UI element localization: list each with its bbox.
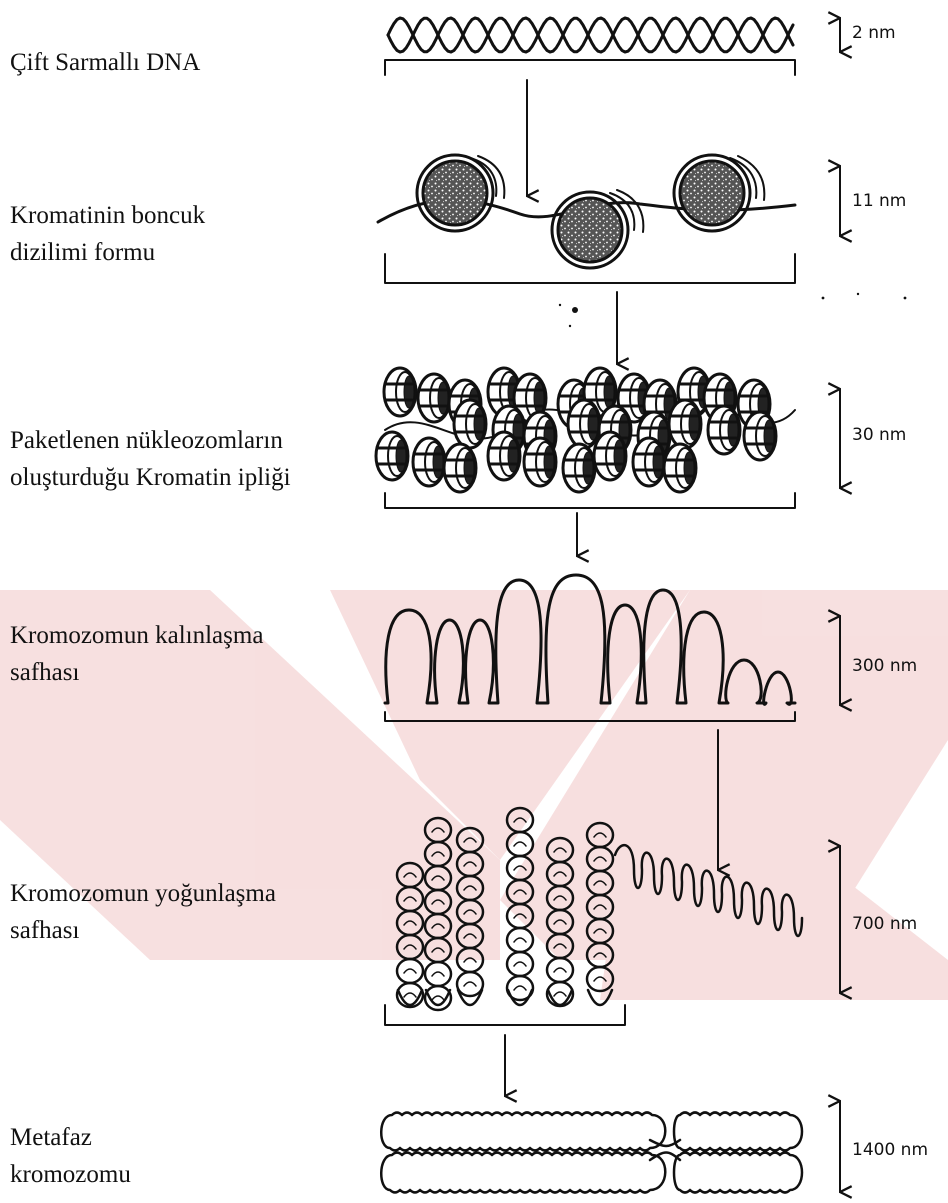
- label-line: Kromozomun kalınlaşma: [10, 617, 263, 654]
- coil-loop: [507, 928, 533, 952]
- coil-loop: [397, 959, 423, 983]
- nucleosome-disc: [568, 400, 600, 448]
- scale-label-fiber: 30 nm: [852, 425, 906, 445]
- stage-label-loops: Kromozomun kalınlaşma safhası: [10, 617, 263, 691]
- nucleosome-disc: [444, 444, 476, 492]
- stage-label-condensed: Kromozomun yoğunlaşma safhası: [10, 875, 276, 949]
- nucleosome-disc: [708, 406, 740, 454]
- nucleosome-disc: [384, 368, 416, 416]
- scan-specks: [559, 293, 907, 327]
- nucleosome-disc: [418, 374, 450, 422]
- nucleosome-disc: [669, 400, 701, 448]
- stage-label-dna: Çift Sarmallı DNA: [10, 44, 200, 81]
- label-line: Çift Sarmallı DNA: [10, 44, 200, 81]
- nucleosome-disc: [633, 438, 665, 486]
- label-line: kromozomu: [10, 1156, 131, 1193]
- nucleosome-disc: [376, 432, 408, 480]
- scale-label-condensed: 700 nm: [852, 914, 917, 934]
- scale-label-metaphase: 1400 nm: [852, 1140, 928, 1160]
- label-line: Paketlenen nükleozomların: [10, 422, 291, 459]
- nucleosome-disc: [664, 444, 696, 492]
- chromatid-arm: [381, 1113, 665, 1151]
- nucleosome-disc: [413, 438, 445, 486]
- nucleosome-disc: [563, 444, 595, 492]
- dna-bracket: [385, 60, 795, 75]
- scale-label-dna: 2 nm: [852, 23, 896, 43]
- nucleosome-disc: [524, 438, 556, 486]
- stage-label-beads: Kromatinin boncuk dizilimi formu: [10, 197, 205, 271]
- label-line: dizilimi formu: [10, 234, 205, 271]
- nucleosome-disc: [488, 432, 520, 480]
- label-line: Kromozomun yoğunlaşma: [10, 875, 276, 912]
- dna-double-helix: [388, 18, 793, 52]
- label-line: safhası: [10, 912, 276, 949]
- label-line: safhası: [10, 654, 263, 691]
- scale-label-loops: 300 nm: [852, 656, 917, 676]
- stage-label-metaphase: Metafaz kromozomu: [10, 1119, 131, 1193]
- nucleosome-bead: [417, 155, 504, 231]
- coil-loop: [507, 952, 533, 976]
- chromatid-arm: [381, 1153, 665, 1193]
- label-line: Kromatinin boncuk: [10, 197, 205, 234]
- label-line: oluşturduğu Kromatin ipliği: [10, 459, 291, 496]
- nucleosome-disc: [744, 412, 776, 460]
- nucleosome-disc: [454, 400, 486, 448]
- condensed-bracket: [385, 1005, 625, 1025]
- nucleosome-bead: [674, 155, 764, 231]
- nucleosome-disc: [594, 432, 626, 480]
- chromatin-fiber: [376, 368, 795, 492]
- coil-loop: [547, 958, 573, 982]
- scale-label-beads: 11 nm: [852, 191, 906, 211]
- chromatid-arm: [674, 1153, 802, 1193]
- stage-label-fiber: Paketlenen nükleozomların oluşturduğu Kr…: [10, 422, 291, 496]
- beads-on-string: [378, 155, 795, 268]
- coil-loop: [457, 972, 483, 996]
- fiber-bracket: [385, 493, 795, 508]
- centromere: [650, 1140, 680, 1160]
- metaphase-chromosome: [381, 1113, 802, 1193]
- label-line: Metafaz: [10, 1119, 131, 1156]
- chromatid-arm: [674, 1113, 802, 1151]
- coil-loop: [425, 962, 451, 986]
